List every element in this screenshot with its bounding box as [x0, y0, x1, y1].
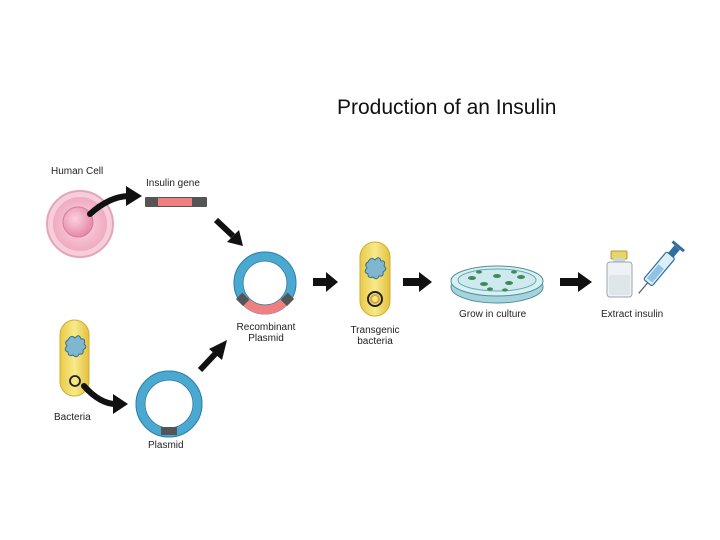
transgenic-bacteria-label: Transgenic bacteria: [335, 325, 415, 347]
slide-title: Production of an Insulin: [337, 96, 557, 119]
extract-insulin-label: Extract insulin: [601, 309, 664, 320]
insulin-vial-icon: [606, 250, 633, 298]
arrow-icon: [560, 272, 592, 292]
culture-dish-icon: [450, 265, 544, 304]
arrow-icon: [197, 340, 227, 373]
arrow-icon: [81, 383, 128, 414]
arrow-icon: [213, 217, 243, 246]
transgenic-label-line1: Transgenic: [350, 325, 400, 336]
recombinant-label-line1: Recombinant: [236, 322, 296, 333]
insulin-gene-icon: [145, 197, 207, 207]
syringe-icon: [638, 240, 685, 294]
recombinant-label-line2: Plasmid: [248, 333, 284, 344]
transgenic-bacterium-icon: [359, 241, 391, 317]
grow-in-culture-label: Grow in culture: [459, 309, 527, 320]
human-cell-label: Human Cell: [51, 166, 104, 177]
arrow-icon: [87, 186, 142, 217]
bacteria-label: Bacteria: [54, 412, 91, 423]
transgenic-label-line2: bacteria: [357, 336, 393, 347]
insulin-gene-label: Insulin gene: [146, 178, 200, 189]
plasmid-label: Plasmid: [148, 440, 184, 451]
arrow-icon: [403, 272, 432, 292]
bacterium-icon: [59, 319, 90, 397]
recombinant-plasmid-icon: [233, 251, 297, 315]
arrow-icon: [313, 272, 338, 292]
recombinant-plasmid-label: Recombinant Plasmid: [226, 322, 306, 344]
plasmid-icon: [135, 370, 203, 438]
